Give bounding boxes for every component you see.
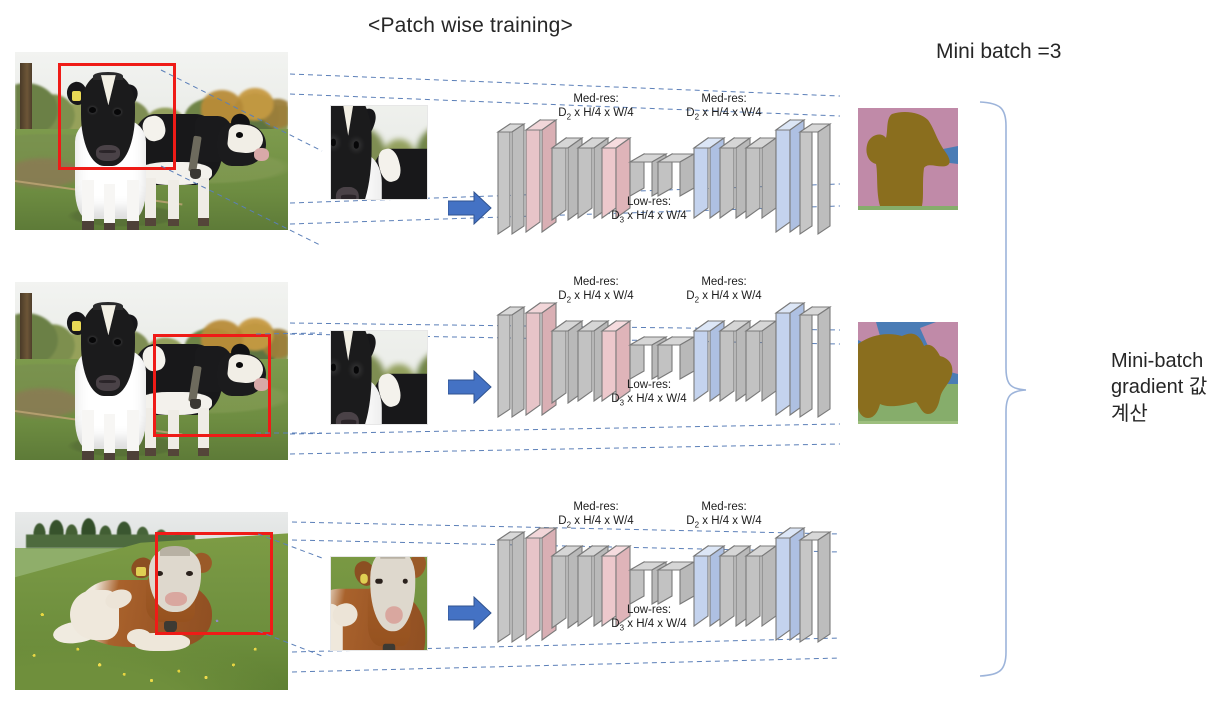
flow-arrow-3 [448,596,492,630]
cow-1-muzzle [95,144,121,161]
image-patch-1 [330,105,428,200]
cow-front-leg [135,633,190,651]
cow-2-eye [236,132,244,138]
pipeline-row-3: Med-res: D2 x H/4 x W/4 Med-res: D2 x H/… [0,501,1229,708]
pipeline-row-1: Med-res: D2 x H/4 x W/4 Med-res: D2 x H/… [0,48,1229,248]
patch-crop-brown-cow-face [331,557,427,650]
cow-1-hoof [126,221,139,230]
mini-batch-gradient-label: Mini-batch gradient 값 계산 [1111,350,1208,425]
patch-crop-black-cow-face [331,331,427,424]
flow-arrow-1 [448,191,492,225]
cow-ear-tag [136,567,146,577]
flow-arrow-2 [448,370,492,404]
cow-1-leg [126,180,139,230]
cow-1-hoof [81,221,94,230]
cow-2-hoof [167,219,179,227]
cow-eye-right [185,570,193,577]
source-photo-1 [15,52,288,230]
image-patch-2 [330,330,428,425]
mini-batch-brace [979,101,1027,677]
photo-brown-cow-meadow [15,512,288,690]
source-photo-2 [15,282,288,460]
cow-1-leg [81,180,94,230]
source-photo-3 [15,512,288,690]
patch-crop-black-cow-face [331,106,427,199]
tree-trunk [20,62,32,141]
segmentation-output-2 [858,322,958,424]
mini-batch-label: Mini batch =3 [936,40,1062,63]
segmentation-output-1 [858,108,958,210]
cow-1-leg [103,183,116,230]
cow-eye-left [155,570,163,577]
cow-1-ear-tag-left [72,91,82,102]
photo-holstein-pasture [15,52,288,230]
network-diagram-1 [496,118,832,236]
cow-2-nose [253,148,270,161]
cow-1-eye-left [88,107,96,113]
segmentation-svg-1 [858,108,958,210]
image-patch-3 [330,556,428,651]
network-diagram-3 [496,526,832,644]
figure-title: <Patch wise training> [368,14,573,37]
photo-holstein-pasture [15,282,288,460]
cow-nose [165,592,187,607]
segmentation-svg-2 [858,322,958,424]
cow-2-hoof [144,217,157,227]
cow-2-hoof [197,217,210,227]
cow-1-hoof [103,222,116,230]
cow-2-leg [144,178,157,227]
pipeline-row-2: Med-res: D2 x H/4 x W/4 Med-res: D2 x H/… [0,276,1229,478]
cow-bell [163,620,178,634]
network-diagram-2 [496,301,832,419]
cow-1-eye-right [114,108,122,115]
cow-poll [159,545,190,557]
